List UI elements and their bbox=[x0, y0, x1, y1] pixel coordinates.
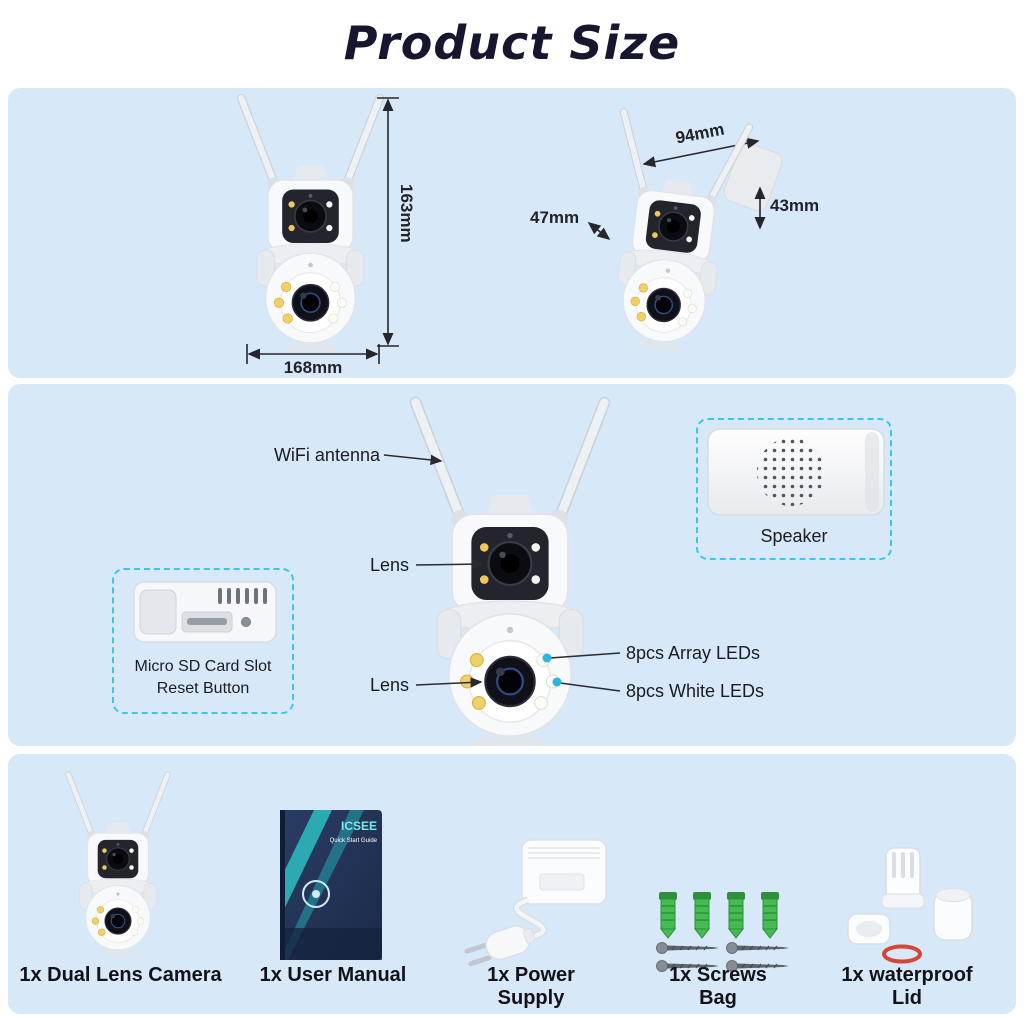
sd-slot-detail-illustration bbox=[133, 581, 277, 643]
camera-illustration bbox=[56, 770, 180, 962]
power-supply-illustration bbox=[464, 839, 607, 966]
package-item-power-label: 1x Power Supply bbox=[487, 964, 575, 1009]
lens-bottom-label: Lens bbox=[370, 675, 410, 695]
speaker-label: Speaker bbox=[760, 526, 828, 546]
package-item-screws-label: 1x Screws Bag bbox=[669, 964, 767, 1009]
waterproof-lid-illustration bbox=[847, 847, 973, 964]
speaker-callout: Speaker bbox=[696, 418, 892, 560]
package-panel: ICSEE Quick Start Guide bbox=[8, 754, 1016, 1014]
camera-side-view bbox=[578, 104, 765, 371]
manual-subtitle-text: Quick Start Guide bbox=[330, 838, 378, 844]
dimension-height-label: 163mm bbox=[397, 184, 416, 243]
user-manual-illustration: ICSEE Quick Start Guide bbox=[280, 810, 382, 960]
features-panel: WiFi antenna Lens Lens 8pcs Array LEDs 8… bbox=[8, 384, 1016, 746]
white-leds-label: 8pcs White LEDs bbox=[626, 681, 765, 701]
lens-top-label: Lens bbox=[370, 555, 410, 575]
sd-slot-callout: Micro SD Card Slot Reset Button bbox=[112, 568, 294, 714]
sd-slot-label: Micro SD Card Slot bbox=[134, 658, 272, 675]
wifi-antenna-label: WiFi antenna bbox=[273, 445, 380, 465]
speaker-detail-illustration bbox=[707, 428, 885, 516]
package-item-lid-label: 1x waterproof Lid bbox=[841, 964, 973, 1009]
dimension-lines bbox=[246, 97, 766, 364]
camera-feature-view bbox=[392, 394, 628, 746]
manual-brand-text: ICSEE bbox=[341, 819, 377, 833]
camera-illustration bbox=[224, 92, 397, 359]
camera-front-view bbox=[224, 92, 397, 364]
dimension-front-label: 47mm bbox=[530, 208, 580, 227]
dimension-mount-label: 43mm bbox=[770, 196, 820, 215]
dimension-width-label: 168mm bbox=[283, 358, 343, 377]
reset-button-label: Reset Button bbox=[156, 680, 250, 697]
package-camera bbox=[56, 770, 180, 967]
size-panel: 163mm 168mm 94mm 47mm 43mm bbox=[8, 88, 1016, 378]
page-title: Product Size bbox=[343, 16, 681, 70]
array-leds-label: 8pcs Array LEDs bbox=[626, 643, 761, 663]
camera-illustration bbox=[392, 394, 628, 746]
package-item-camera-label: 1x Dual Lens Camera bbox=[19, 964, 222, 986]
package-item-manual-label: 1x User Manual bbox=[259, 964, 407, 986]
camera-illustration bbox=[579, 104, 766, 366]
screws-illustration bbox=[656, 892, 789, 972]
